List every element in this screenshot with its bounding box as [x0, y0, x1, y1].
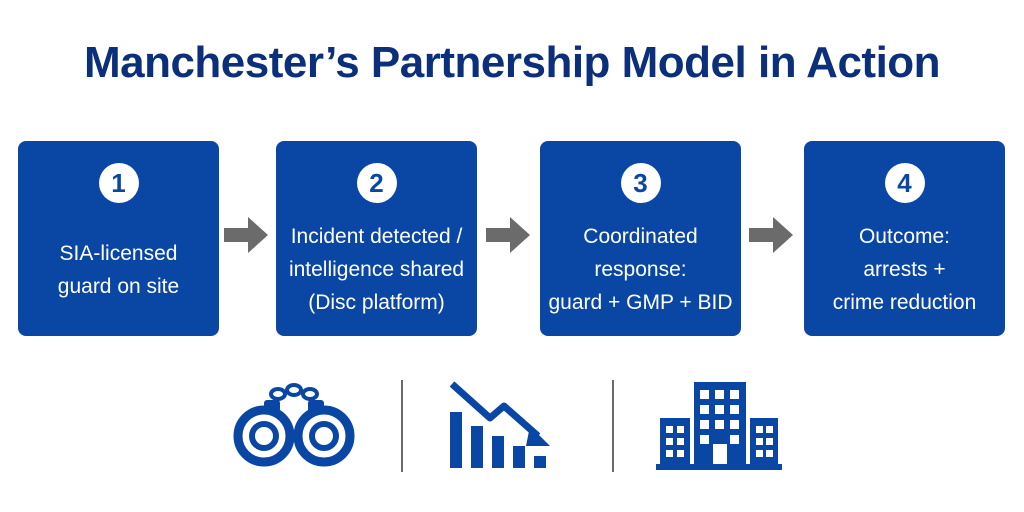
handcuffs-icon — [233, 383, 355, 467]
arrow-right-icon — [224, 217, 268, 253]
step-number-2: 2 — [356, 163, 397, 203]
step-number-3: 3 — [620, 163, 661, 203]
icon-divider — [612, 380, 614, 472]
arrow-right-icon — [486, 217, 530, 253]
step-label-4: Outcome: arrests + crime reduction — [832, 225, 977, 314]
arrow-right-icon — [749, 217, 793, 253]
step-box-4: 4 Outcome: arrests + crime reduction — [804, 141, 1005, 336]
office-building-icon — [656, 382, 782, 470]
step-box-3: 3 Coordinated response: guard + GMP + BI… — [540, 141, 741, 336]
step-number-4: 4 — [884, 163, 925, 203]
icon-divider — [401, 380, 403, 472]
step-label-3: Coordinated response: guard + GMP + BID — [548, 225, 733, 314]
step-label-2: Incident detected / intelligence shared … — [288, 225, 465, 314]
declining-bar-chart-icon — [449, 381, 550, 468]
step-number-1: 1 — [98, 163, 139, 203]
diagram-title: Manchester’s Partnership Model in Action — [83, 38, 941, 87]
step-label-1: SIA-licensed guard on site — [57, 241, 180, 298]
step-box-2: 2 Incident detected / intelligence share… — [276, 141, 477, 336]
step-box-1: 1 SIA-licensed guard on site — [18, 141, 219, 336]
